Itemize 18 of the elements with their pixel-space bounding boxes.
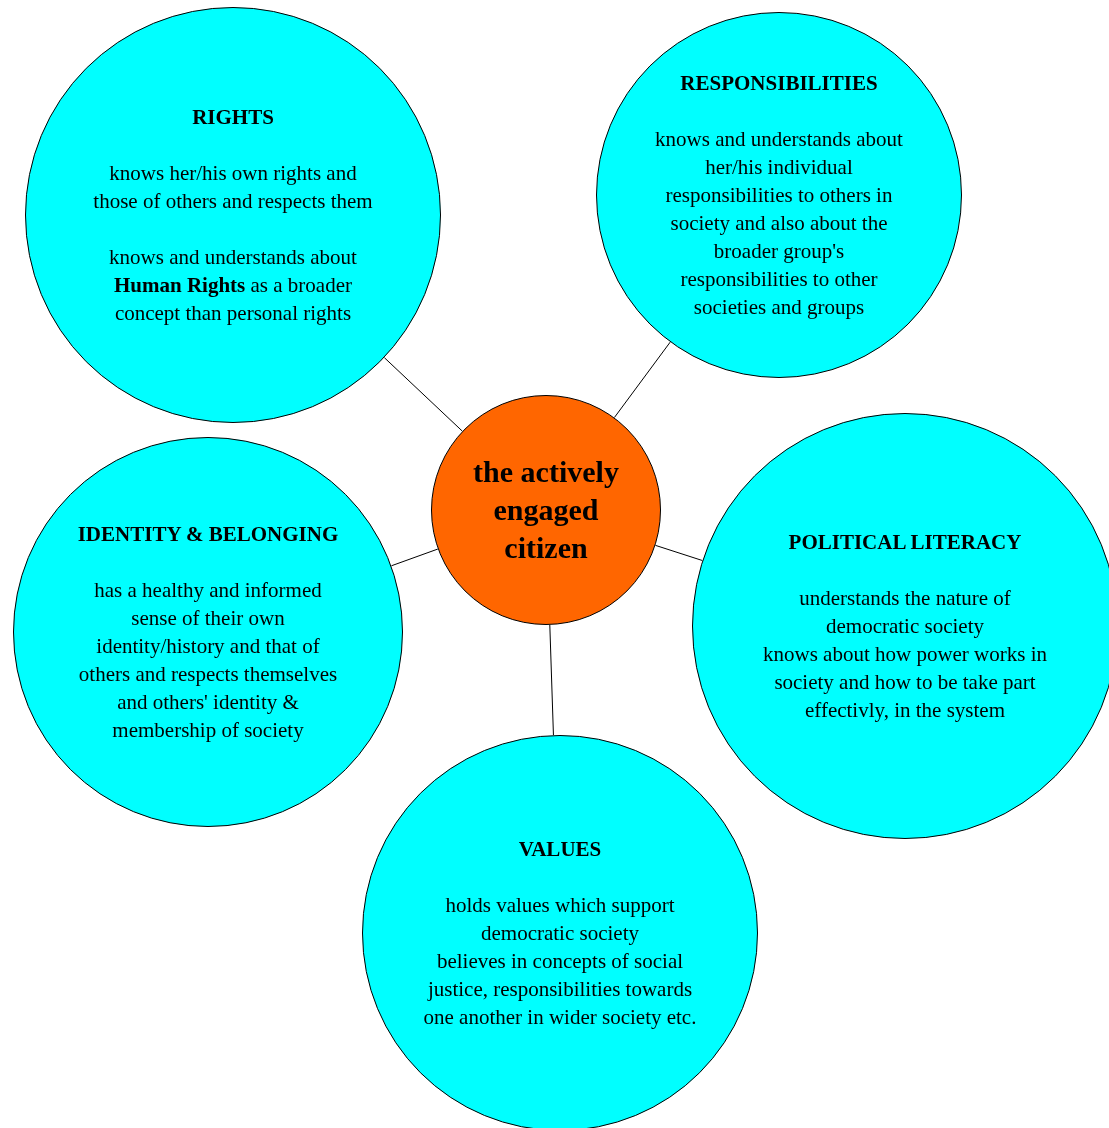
circle-text: knows about how power works in society and how to be take part effectivly, in the system (761, 640, 1049, 724)
circle-text: knows and understands about Human Rights as a broader concept than personal rights (108, 243, 358, 327)
connector-line (383, 357, 463, 432)
circle-heading: POLITICAL LITERACY (787, 528, 1023, 556)
circle-text: has a healthy and informed sense of their own identity/history and that of others and respects themselves and others' identity & membership of society (77, 576, 339, 744)
circle-text: knows her/his own rights and those of others and respects them (93, 159, 373, 215)
circle-heading: RESPONSIBILITIES (679, 69, 879, 97)
circle-heading: RIGHTS (191, 103, 275, 131)
circle-heading: VALUES (517, 835, 603, 863)
connector-line (549, 624, 554, 736)
circle-text: knows and understands about her/his individual responsibilities to others in society and also about the broader group's responsibilities to other societies and groups (654, 125, 904, 321)
connector-line (613, 341, 671, 419)
center-title: the actively engaged citizen (472, 454, 620, 566)
circle-text: believes in concepts of social justice, responsibilities towards one another in wider society etc. (422, 947, 698, 1031)
circle-text: understands the nature of democratic society (798, 584, 1012, 640)
connector-line (654, 544, 703, 561)
circle-heading: IDENTITY & BELONGING (76, 520, 340, 548)
connector-line (390, 548, 439, 567)
